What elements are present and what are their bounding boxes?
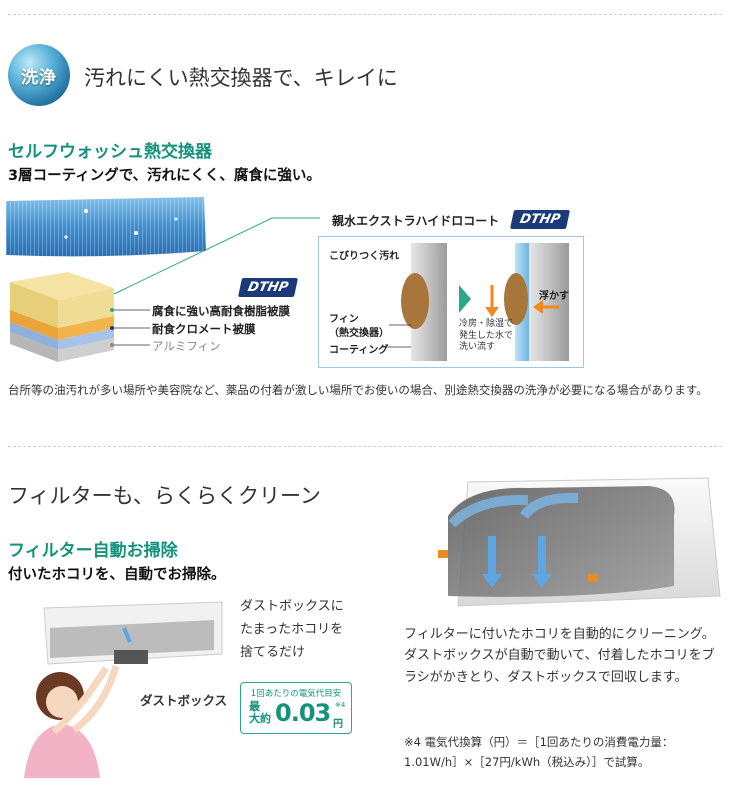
dthp-logo-left: DTHP [237, 276, 299, 297]
dthp-logo-left-label: DTHP [237, 278, 299, 297]
section1-note: 台所等の油汚れが多い場所や美容院など、薬品の付着が激しい場所でお使いの場合、別途… [8, 383, 708, 397]
dirt-label: こびりつく汚れ [329, 251, 400, 262]
wash-badge-label: 洗浄 [21, 67, 57, 88]
section1-heading: セルフウォッシュ熱交換器 [8, 142, 212, 162]
section2-description: フィルターに付いたホコリを自動的にクリーニング。ダストボックスが自動で動いて、付… [404, 627, 715, 685]
layer-label-2: 耐食クロメート被膜 [152, 322, 256, 336]
coating-label: コーティング [329, 345, 389, 356]
section2-subheading: 付いたホコリを、自動でお掃除。 [8, 567, 226, 583]
section2-heading: フィルター自動お掃除 [8, 541, 178, 561]
diagram-title: 親水エクストラハイドロコート [332, 214, 500, 228]
dustbox-usage-image [14, 598, 226, 778]
filter-cleaning-image [438, 476, 722, 616]
section2-title: フィルターも、らくらくクリーン [8, 484, 321, 508]
hydro-coat-diagram: こびりつく汚れ フィン （熱交換器） コーティング 冷房・除湿で 発生した水で … [318, 236, 584, 368]
cost-box-unit: 円 [333, 719, 343, 730]
section2-footnote: ※4 電気代換算（円）＝［1回あたりの消費電力量： 1.01W/h］×［27円/… [404, 735, 674, 770]
heat-exchanger-image [6, 197, 206, 257]
dustbox-caption: ダストボックスに たまったホコリを 捨てるだけ [240, 599, 344, 660]
water-label: 冷房・除湿で 発生した水で 洗い流す [459, 319, 514, 353]
dustbox-label: ダストボックス [140, 693, 228, 708]
coating-layers-image [8, 268, 118, 368]
float-label: 浮かす [539, 291, 569, 302]
dthp-logo-right: DTHP [509, 208, 571, 229]
cost-box-top: 1回あたりの電気代目安 [250, 689, 342, 699]
fin-label: フィン （熱交換器） [329, 314, 389, 339]
section1-title: 汚れにくい熱交換器で、キレイに [84, 66, 398, 90]
layer-label-1: 腐食に強い高耐食樹脂被膜 [152, 304, 290, 318]
cost-box-prefix: 最 大約 [249, 700, 271, 726]
cost-box-note-mark: ※4 [335, 701, 346, 709]
middle-divider [8, 446, 722, 447]
top-divider [8, 14, 722, 15]
electricity-cost-box: 1回あたりの電気代目安 最 大約 0.03 円 ※4 [240, 682, 352, 734]
cost-box-prefix-a: 最 [249, 700, 260, 713]
cost-box-value: 0.03 [275, 699, 331, 727]
dthp-logo-right-label: DTHP [509, 210, 571, 229]
layer-label-3: アルミフィン [152, 339, 221, 353]
section1-subheading: 3層コーティングで、汚れにくく、腐食に強い。 [8, 168, 321, 184]
cost-box-prefix-b: 大約 [249, 712, 271, 726]
wash-badge: 洗浄 [8, 44, 70, 106]
